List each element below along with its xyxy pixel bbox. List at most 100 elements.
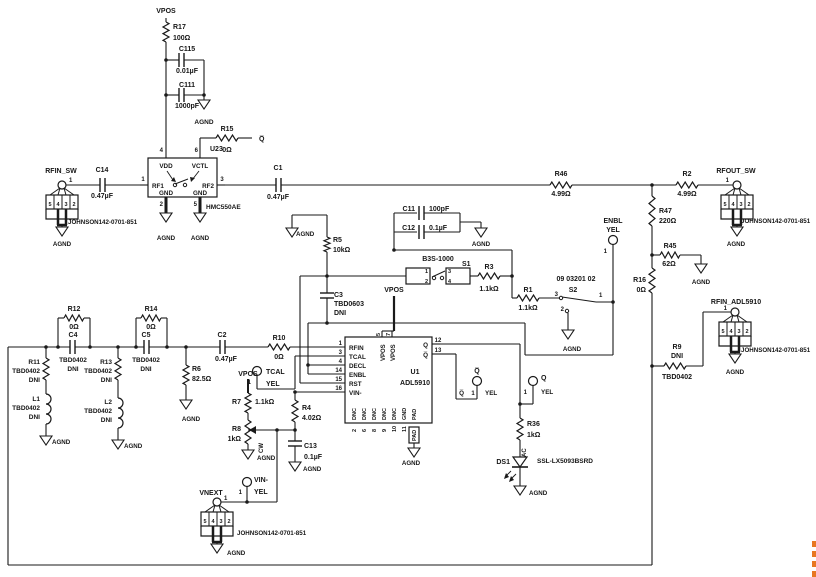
label-connectors-pins-2: 3 <box>739 202 742 208</box>
label-components-C115-val: 0.01µF <box>176 68 199 75</box>
s1-contact <box>439 275 445 281</box>
label-nets-agnd: AGND <box>726 369 745 376</box>
label-u1-bottom-4-l: DNC <box>392 408 398 420</box>
label-u1-bottom-0-l: DNC <box>352 408 358 420</box>
junction-dot <box>611 300 615 304</box>
label-u23-pins-p5-l: GND <box>193 190 207 197</box>
label-components-R13-val: TBD0402 <box>84 368 112 375</box>
label-components-R11-note: DNI <box>29 377 40 384</box>
label-components-R17-val: 100Ω <box>173 35 191 42</box>
pot-wiper-arrow <box>249 426 256 434</box>
label-components-R47-ref: R47 <box>659 208 672 215</box>
label-switches-S2-p2: 2 <box>561 307 565 313</box>
resistor-symbol-R10 <box>267 342 291 352</box>
connector-rfout_sw-leg <box>732 187 736 196</box>
label-components-C3-val: TBD0603 <box>334 301 364 308</box>
arrowhead-icon <box>509 476 514 482</box>
agnd-symbol <box>473 227 489 238</box>
label-u23-pins-p4-l: VDD <box>159 163 173 170</box>
label-connectors-names-vnext: VNEXT <box>199 490 223 497</box>
label-connectors-pins-0: 5 <box>48 202 51 208</box>
arrowhead-icon <box>171 177 176 182</box>
label-connectors-part: JOHNSON142-0701-851 <box>68 219 138 226</box>
label-components-C4-ref: C4 <box>69 332 78 339</box>
label-components-C13-val: 0.1µF <box>304 454 323 461</box>
label-components-DS1-val: SSL-LX5093BSRD <box>537 458 593 465</box>
label-components-R5-val: 10kΩ <box>333 247 351 254</box>
junction-dot <box>88 345 92 349</box>
label-u23-part: HMC550AE <box>206 204 241 211</box>
label-components-R14-ref: R14 <box>145 306 158 313</box>
label-components-L2-note: DNI <box>101 417 112 424</box>
label-connectors-pin1: 1 <box>724 306 728 312</box>
junction-dot <box>275 428 279 432</box>
label-switches-S2-p1: 1 <box>599 293 603 299</box>
resistor-symbol-R46 <box>549 180 573 190</box>
resistor-symbol-R13 <box>113 357 123 381</box>
label-components-R11-ref: R11 <box>28 359 40 366</box>
connector-rfout_sw-pin1-circle <box>732 180 742 190</box>
label-u23-pins-p5-n: 5 <box>194 202 198 208</box>
junction-dot <box>325 274 329 278</box>
agnd-symbol <box>158 212 174 223</box>
arrowhead-icon <box>190 177 195 182</box>
label-connectors-pins-1: 4 <box>729 329 733 335</box>
testpoint-circle-tcal <box>251 365 263 377</box>
label-nets-qbar: Q̅ <box>259 135 265 143</box>
label-components-C14-val: 0.47µF <box>91 193 114 200</box>
label-switches-S2-p3: 3 <box>555 292 559 298</box>
label-nets-agnd: AGND <box>692 279 711 286</box>
label-switches-S1-p3: 3 <box>448 269 451 275</box>
connector-rfin_adl5910-leg <box>736 314 740 323</box>
label-u23-pins-p1-l: RF1 <box>152 183 164 190</box>
label-components-C2-ref: C2 <box>218 332 227 339</box>
junction-dot <box>650 253 654 257</box>
label-components-R46-val: 4.99Ω <box>551 191 571 198</box>
label-connectors-pins-0: 5 <box>203 519 206 525</box>
label-u1-right-0-l: Q <box>423 342 428 349</box>
label-components-R10-val: 0Ω <box>274 354 284 361</box>
label-components-DS1-note: AC <box>522 448 528 457</box>
resistor-symbol-R17 <box>161 21 171 43</box>
label-u23-ref: U23 <box>210 146 223 153</box>
junction-dot <box>202 93 206 97</box>
label-components-C1-ref: C1 <box>274 165 283 172</box>
label-switches-S1-p1: 1 <box>425 269 428 275</box>
connector-rfin_sw-pin1-circle <box>57 180 67 190</box>
label-components-C5-val: TBD0402 <box>132 357 160 364</box>
label-u1-left-2-l: DECL <box>349 363 366 370</box>
label-u1-left-0-n: 1 <box>339 341 343 347</box>
agnd-symbol <box>110 439 126 450</box>
label-components-C2-val: 0.47µF <box>215 356 238 363</box>
label-u1-left-5-n: 16 <box>335 386 342 392</box>
label-components-R15-val: 0Ω <box>222 147 232 154</box>
junction-dot <box>116 345 120 349</box>
label-components-C14-ref: C14 <box>96 167 109 174</box>
inductor-symbol-L1 <box>45 393 52 425</box>
label-u1-top-1-n: 7 <box>386 333 392 336</box>
label-nets-agnd: AGND <box>191 235 210 242</box>
agnd-symbol <box>284 227 300 238</box>
resistor-symbol-R4 <box>290 399 300 423</box>
label-nets-agnd: AGND <box>563 346 582 353</box>
label-nets-vpos: VPOS <box>384 287 404 294</box>
label-connectors-pins-1: 4 <box>731 202 735 208</box>
junction-dot <box>44 345 48 349</box>
junction-dot <box>293 390 297 394</box>
agnd-symbol <box>727 353 743 364</box>
label-connectors-pins-1: 4 <box>211 519 215 525</box>
label-components-C111-ref: C111 <box>179 82 195 89</box>
label-u23-pins-p3-n: 3 <box>220 177 224 183</box>
resistor-symbol-R9 <box>663 361 687 371</box>
label-components-R45-val: 62Ω <box>662 261 676 268</box>
label-testpoints-vin-pin: 1 <box>239 490 243 496</box>
connector-vnext-body <box>200 526 234 537</box>
label-components-L2-val: TBD0402 <box>84 408 112 415</box>
s2-contact <box>564 308 570 314</box>
resistor-symbol-R6 <box>181 364 191 386</box>
label-u1-left-5-l: VIN- <box>349 390 362 397</box>
label-components-R3-ref: R3 <box>485 264 494 271</box>
label-components-L1-note: DNI <box>29 414 40 421</box>
label-testpoints-qbar-net: Q̅ <box>474 367 480 375</box>
label-u1-ref: U1 <box>411 369 420 376</box>
